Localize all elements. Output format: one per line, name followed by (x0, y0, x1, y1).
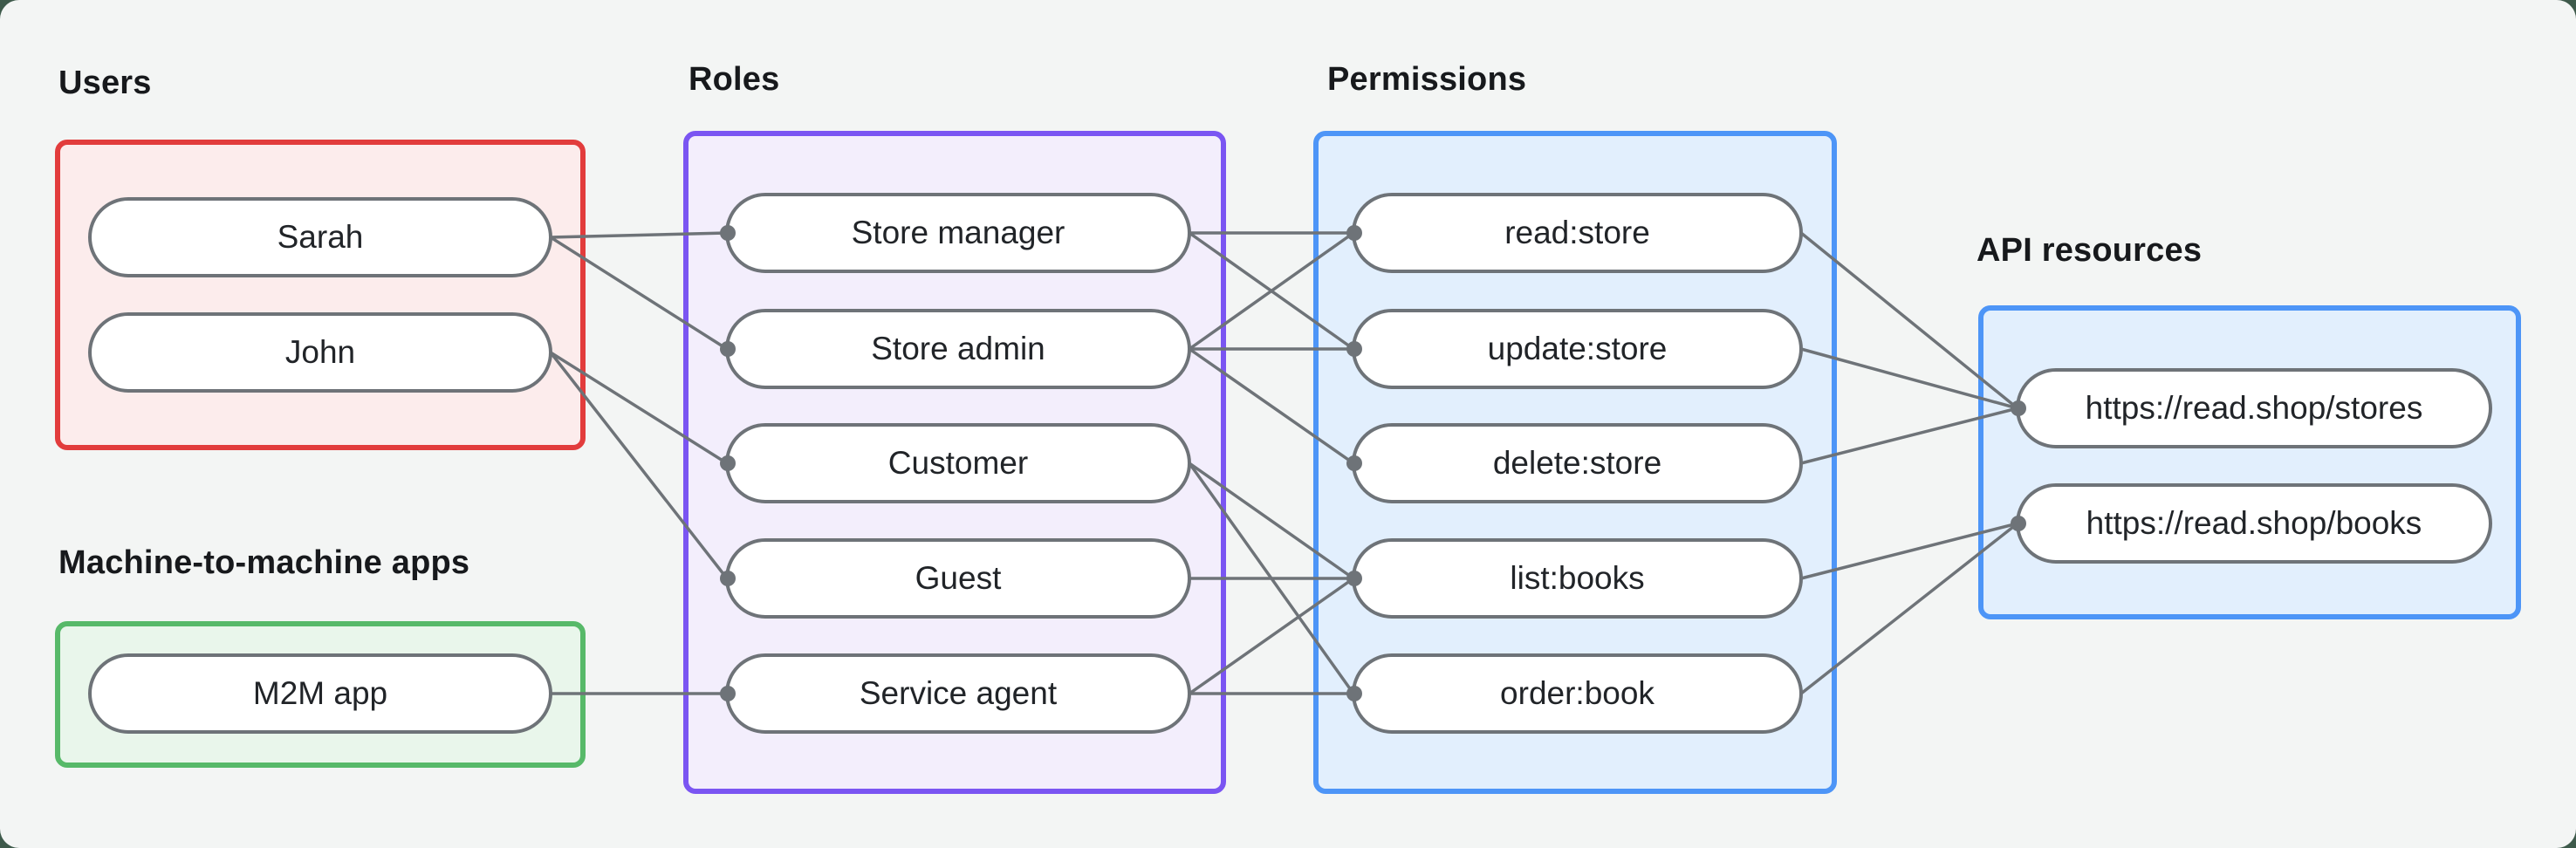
node-order-book: order:book (1352, 653, 1803, 734)
node-store-admin: Store admin (725, 309, 1191, 389)
node-read-store: read:store (1352, 193, 1803, 273)
machine-to-machine-group-label: Machine-to-machine apps (58, 544, 470, 581)
node-delete-store: delete:store (1352, 423, 1803, 503)
node-https-read-shop-books: https://read.shop/books (2016, 483, 2492, 564)
node-sarah: Sarah (88, 197, 552, 277)
node-m2m-app: M2M app (88, 653, 552, 734)
api-resources-group-label: API resources (1977, 232, 2203, 269)
node-service-agent: Service agent (725, 653, 1191, 734)
node-list-books: list:books (1352, 538, 1803, 619)
permissions-group-label: Permissions (1327, 61, 1527, 98)
node-john: John (88, 312, 552, 393)
node-customer: Customer (725, 423, 1191, 503)
node-store-manager: Store manager (725, 193, 1191, 273)
node-guest: Guest (725, 538, 1191, 619)
users-group-label: Users (58, 65, 152, 101)
node-https-read-shop-stores: https://read.shop/stores (2016, 368, 2492, 448)
api-resources-group-box (1978, 305, 2521, 619)
node-update-store: update:store (1352, 309, 1803, 389)
roles-group-label: Roles (689, 61, 780, 98)
users-group-box (55, 140, 586, 450)
